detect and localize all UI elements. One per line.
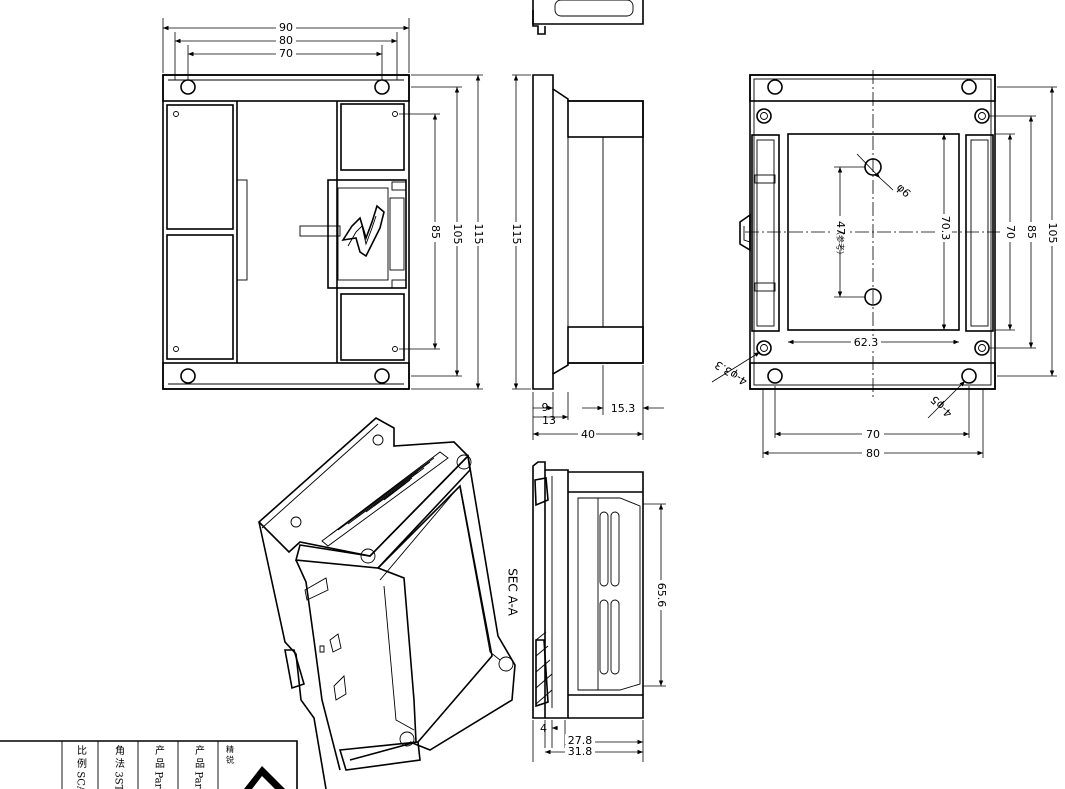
dim-back-105: 105 (1046, 223, 1059, 244)
side-view: 115 9 13 15.3 40 (510, 74, 664, 441)
dim-back-85: 85 (1025, 225, 1038, 239)
dim-section-27-8: 27.8 (568, 734, 593, 747)
dim-back-hole-5: 4-φ5 (928, 393, 955, 420)
dim-side-15-3: 15.3 (611, 402, 636, 415)
title-block: 比 例 SCALE 角 法 3ST 产 品 Part 产 品 Part 精 锐 (0, 740, 298, 789)
section-view: 65.6 SEC A-A 4 27.8 31.8 (506, 461, 668, 762)
dim-front-height-105: 105 (451, 224, 464, 245)
company-logo-icon (244, 766, 285, 789)
title-block-angle: 角 法 3ST (113, 745, 125, 789)
title-block-company: 精 锐 (226, 744, 235, 765)
dim-section-31-8: 31.8 (568, 745, 593, 758)
dim-front-height-115: 115 (472, 224, 485, 245)
dim-back-width-80: 80 (866, 447, 880, 460)
dim-back-47-note: （参考） (836, 227, 846, 259)
dim-side-13: 13 (542, 414, 556, 427)
dim-back-70-3: 70.3 (939, 216, 952, 241)
top-view-fragment (532, 0, 644, 35)
back-view: 47 （参考） φ6 70.3 62.3 70 85 105 4-φ3.3 4-… (711, 70, 1059, 460)
dim-back-62-3: 62.3 (854, 336, 879, 349)
dim-back-width-70: 70 (866, 428, 880, 441)
section-label: SEC A-A (506, 568, 520, 616)
dim-back-phi6: φ6 (894, 181, 913, 200)
title-block-scale: 比 例 SCALE (75, 745, 87, 789)
front-view: 90 80 70 85 105 115 (162, 18, 485, 390)
isometric-view (257, 417, 516, 789)
dim-back-47: 47 (834, 221, 847, 235)
dim-side-height-115: 115 (510, 224, 523, 245)
dim-front-width-80: 80 (279, 34, 293, 47)
title-block-part-1: 产 品 Part (153, 744, 165, 789)
dim-front-height-85: 85 (429, 225, 442, 239)
dim-side-9: 9 (542, 401, 549, 414)
dim-section-65-6: 65.6 (655, 583, 668, 608)
dim-section-4: 4 (540, 722, 547, 735)
title-block-part-2: 产 品 Part (193, 744, 205, 789)
dim-back-70-v: 70 (1004, 225, 1017, 239)
dim-front-width-70: 70 (279, 47, 293, 60)
dim-side-40: 40 (581, 428, 595, 441)
dim-front-width-90: 90 (279, 21, 293, 34)
dim-back-hole-3-3: 4-φ3.3 (713, 358, 750, 388)
